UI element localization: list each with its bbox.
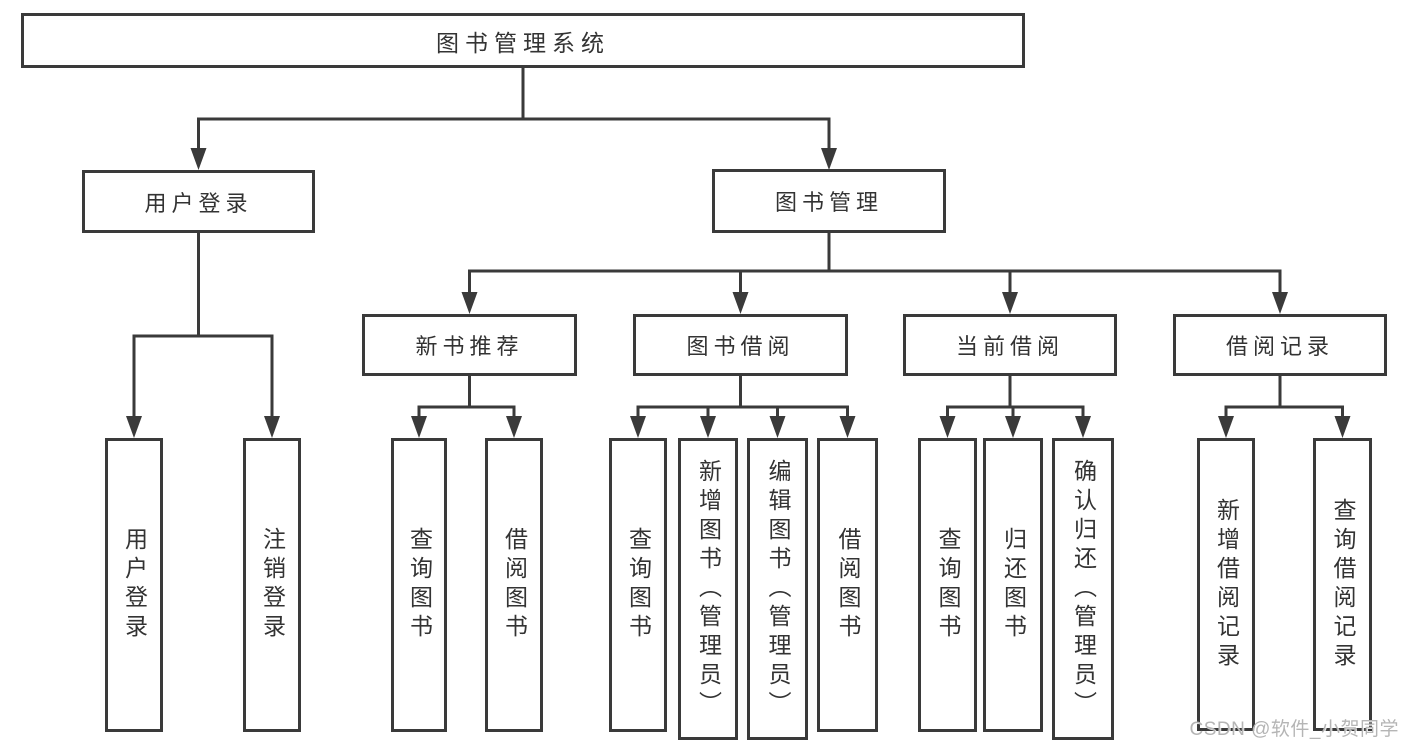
leaf-borrow-books-borrowing: 借阅图书 — [817, 438, 878, 732]
node-label: 当前借阅 — [955, 334, 1064, 359]
csdn-watermark: CSDN @软件_小贺同学 — [1189, 719, 1399, 740]
leaf-borrow-books-recommend: 借阅图书 — [485, 438, 543, 732]
node-label: 新书推荐 — [415, 334, 524, 359]
leaf-label: 查询图书 — [625, 527, 652, 643]
leaf-add-borrow-record: 新增借阅记录 — [1197, 438, 1255, 731]
leaf-label: 归还图书 — [1000, 527, 1027, 643]
leaf-edit-book-admin: 编辑图书（管理员） — [747, 438, 808, 740]
node-label: 图书借阅 — [686, 334, 795, 359]
node-borrowing-records: 借阅记录 — [1173, 314, 1387, 376]
node-label: 图书管理 — [774, 190, 883, 215]
node-label: 借阅记录 — [1225, 334, 1334, 359]
leaf-label: 借阅图书 — [835, 527, 861, 643]
leaf-label: 新增图书（管理员） — [695, 458, 722, 720]
leaf-return-books: 归还图书 — [983, 438, 1043, 732]
leaf-label: 用户登录 — [121, 527, 148, 643]
leaf-user-login: 用户登录 — [105, 438, 163, 732]
leaf-confirm-return-admin: 确认归还（管理员） — [1052, 438, 1114, 740]
leaf-query-books-recommend: 查询图书 — [391, 438, 447, 732]
leaf-label: 查询借阅记录 — [1330, 497, 1356, 672]
node-label: 图书管理系统 — [436, 29, 610, 56]
leaf-add-book-admin: 新增图书（管理员） — [678, 438, 738, 740]
node-book-management: 图书管理 — [712, 169, 946, 233]
leaf-label: 查询图书 — [406, 527, 433, 643]
leaf-logout: 注销登录 — [243, 438, 301, 732]
leaf-query-borrow-record: 查询借阅记录 — [1313, 438, 1372, 731]
leaf-label: 编辑图书（管理员） — [765, 458, 791, 720]
leaf-label: 注销登录 — [259, 527, 286, 643]
leaf-query-books-current: 查询图书 — [918, 438, 977, 732]
node-library-management-system: 图书管理系统 — [21, 13, 1025, 68]
node-current-borrowing: 当前借阅 — [903, 314, 1117, 376]
leaf-label: 借阅图书 — [501, 527, 528, 643]
node-label: 用户登录 — [144, 190, 253, 216]
node-book-borrowing: 图书借阅 — [633, 314, 848, 376]
leaf-label: 确认归还（管理员） — [1070, 458, 1097, 720]
leaf-label: 新增借阅记录 — [1213, 497, 1240, 672]
node-user-login: 用户登录 — [82, 170, 315, 233]
leaf-label: 查询图书 — [935, 527, 961, 643]
node-new-book-recommendation: 新书推荐 — [362, 314, 577, 376]
leaf-query-books-borrowing: 查询图书 — [609, 438, 667, 732]
